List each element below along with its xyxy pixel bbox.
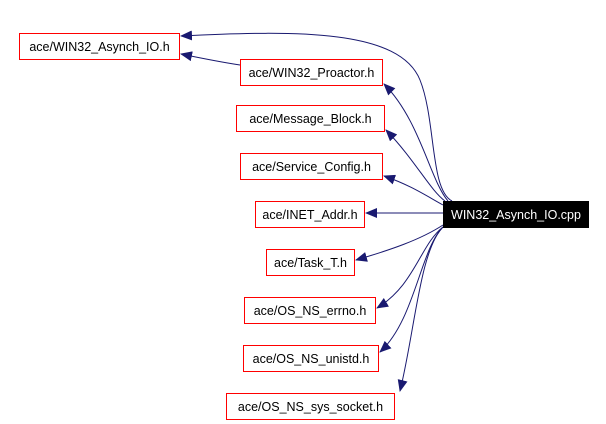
edge-root-to-asynch_io_h (180, 30, 453, 202)
edge-root-to-service_config_h (383, 174, 444, 206)
nodes: ace/WIN32_Asynch_IO.h ace/WIN32_Proactor.… (19, 33, 589, 420)
node-label: ace/OS_NS_sys_socket.h (238, 400, 383, 414)
node-box (255, 201, 365, 228)
node-box (443, 201, 589, 228)
edges (180, 30, 453, 392)
node-label: ace/Service_Config.h (252, 160, 371, 174)
edge-proactor_h-to-asynch_io_h (180, 51, 241, 66)
node-box (226, 393, 395, 420)
edge-root-to-message_block_h (385, 129, 446, 202)
node-label: ace/INET_Addr.h (262, 208, 357, 222)
node-label: ace/WIN32_Asynch_IO.h (29, 40, 169, 54)
root-node: WIN32_Asynch_IO.cpp (443, 201, 589, 228)
node-os_ns_unistd_h[interactable]: ace/OS_NS_unistd.h (243, 345, 379, 372)
node-os_ns_errno_h[interactable]: ace/OS_NS_errno.h (244, 297, 376, 324)
node-proactor_h[interactable]: ace/WIN32_Proactor.h (240, 59, 383, 86)
node-asynch_io_h[interactable]: ace/WIN32_Asynch_IO.h (19, 33, 180, 60)
node-label: ace/OS_NS_unistd.h (253, 352, 370, 366)
node-box (243, 345, 379, 372)
edge-root-to-os_ns_sys_socket_h (397, 226, 444, 392)
node-label: ace/OS_NS_errno.h (254, 304, 367, 318)
node-label: WIN32_Asynch_IO.cpp (451, 208, 581, 222)
node-task_t_h[interactable]: ace/Task_T.h (266, 249, 355, 276)
node-inet_addr_h[interactable]: ace/INET_Addr.h (255, 201, 365, 228)
node-box (244, 297, 376, 324)
node-box (19, 33, 180, 60)
node-service_config_h[interactable]: ace/Service_Config.h (240, 153, 383, 180)
node-label: ace/Message_Block.h (249, 112, 371, 126)
node-label: ace/Task_T.h (274, 256, 347, 270)
edge-root-to-proactor_h (383, 83, 449, 202)
node-box (266, 249, 355, 276)
edge-root-to-task_t_h (355, 224, 444, 262)
node-label: ace/WIN32_Proactor.h (249, 66, 375, 80)
node-os_ns_sys_socket_h[interactable]: ace/OS_NS_sys_socket.h (226, 393, 395, 420)
node-box (236, 105, 385, 132)
node-message_block_h[interactable]: ace/Message_Block.h (236, 105, 385, 132)
node-box (240, 153, 383, 180)
node-box (240, 59, 383, 86)
edge-root-to-os_ns_errno_h (376, 226, 444, 309)
